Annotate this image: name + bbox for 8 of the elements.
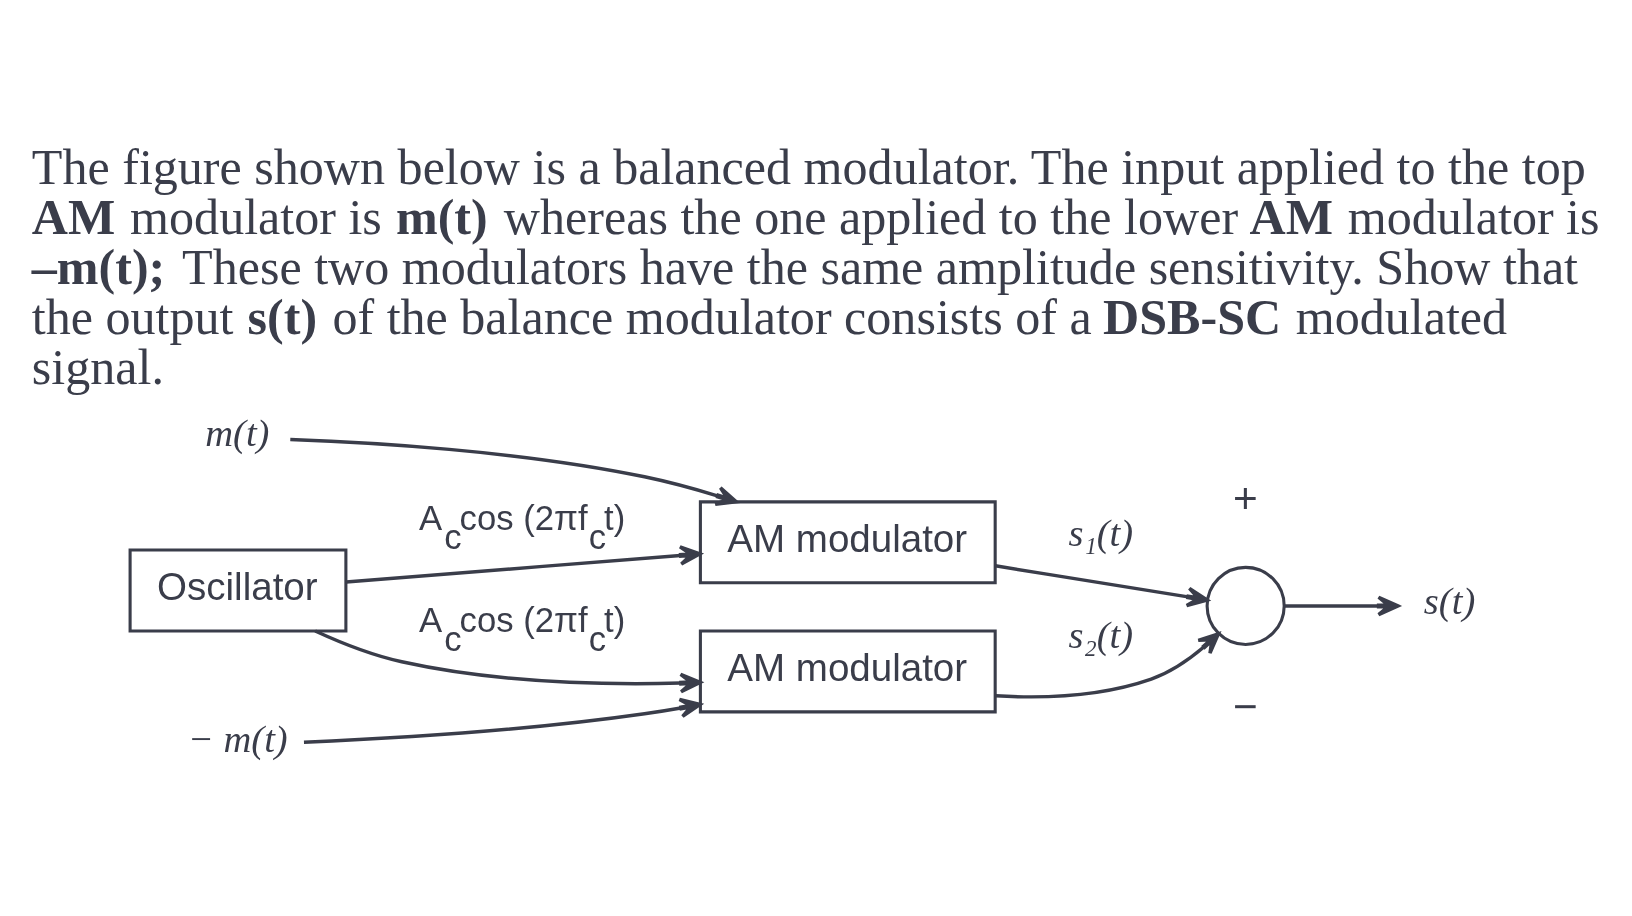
edge-label: s₁(t) — [1068, 511, 1134, 554]
node-text: s(t) — [1423, 579, 1476, 622]
node-text: m(t) — [205, 411, 270, 454]
node-text: − m(t) — [187, 717, 288, 760]
edge-label: s₂(t) — [1068, 613, 1134, 656]
diagram-title: The figure shown below is a balanced modulator. The input applied to the top AM modulator is m(t) whereas the one applied to the lower AM modulator is –m(t); These two modulators have the same amplitude sensitivity. Show that the output s(t) of the balance modulator consists of a DSB-SC modulated signal. — [31, 138, 1600, 395]
label: + — [1233, 474, 1258, 522]
label: − — [1233, 682, 1258, 730]
